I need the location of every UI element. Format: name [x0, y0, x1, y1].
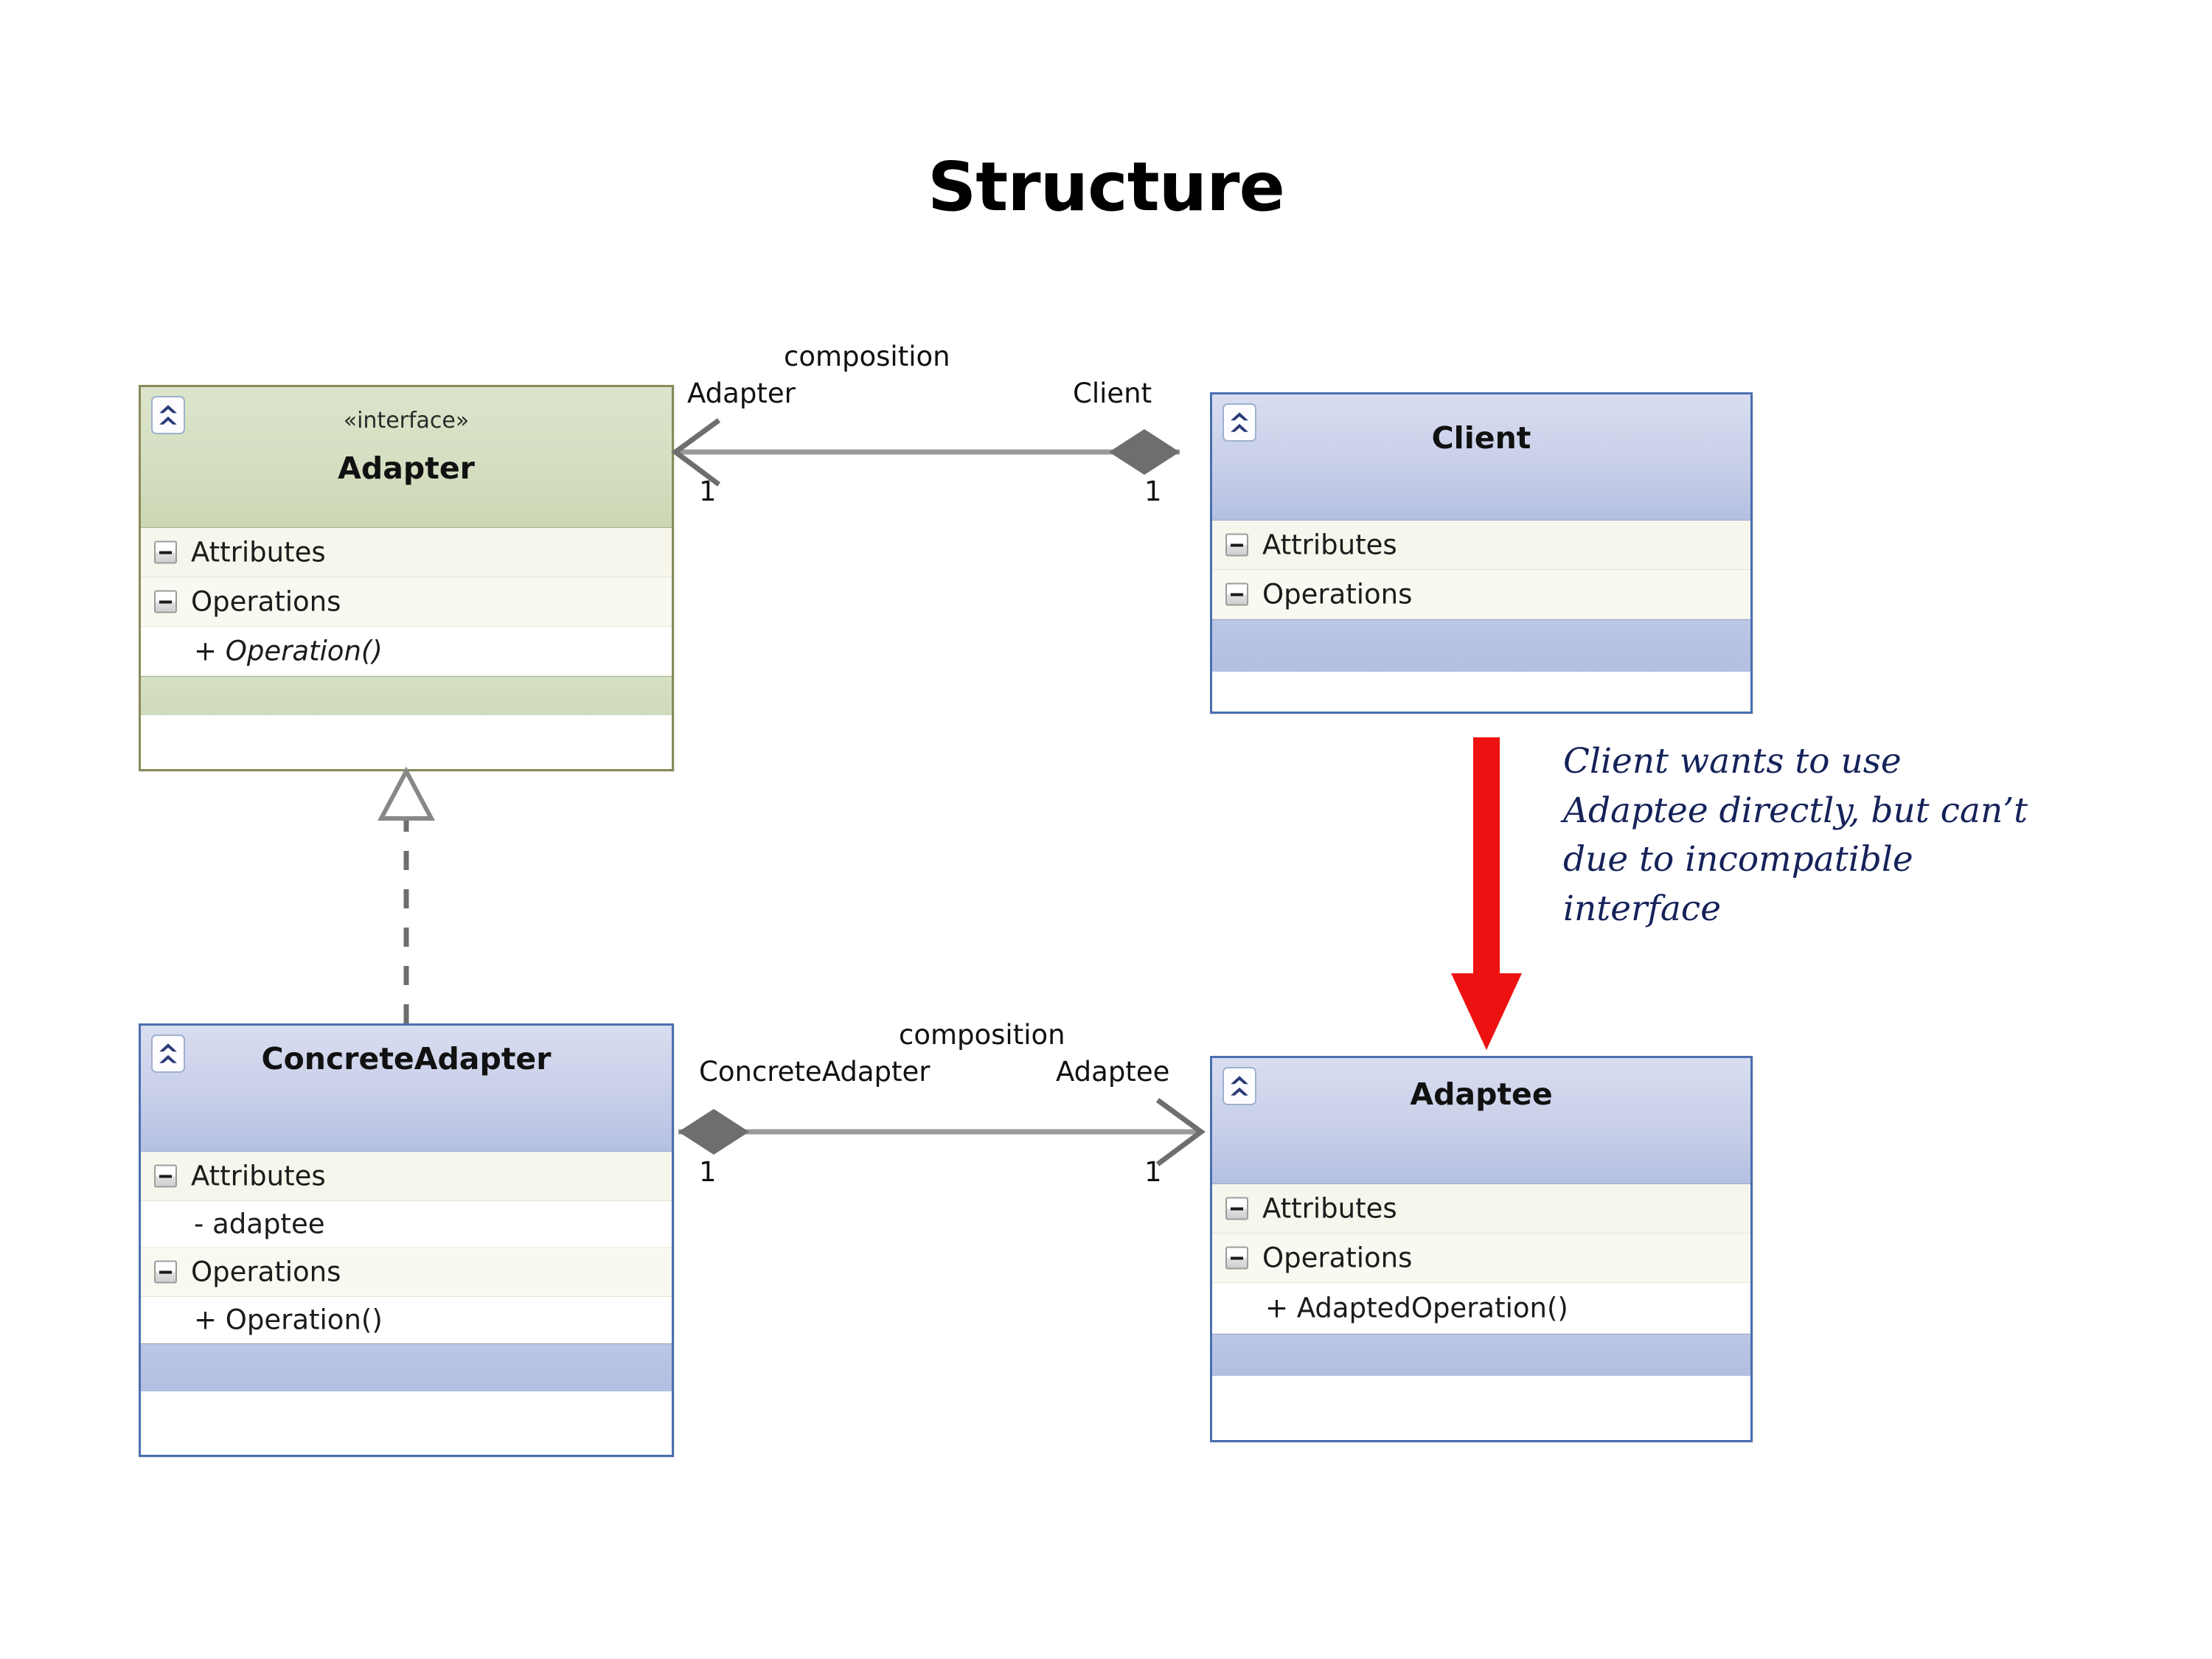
edge-mult-concrete-adapter: 1 — [699, 1156, 717, 1188]
class-node-icon — [151, 1034, 185, 1073]
edge-role-adapter: Adapter — [687, 378, 796, 409]
section-label-attributes: Attributes — [191, 1160, 326, 1192]
member-label-adaptee: - adaptee — [194, 1208, 325, 1240]
member-label-operation: + Operation() — [194, 1304, 383, 1336]
edge-mult-adaptee: 1 — [1144, 1156, 1162, 1188]
annotation-note: Client wants to use Adaptee directly, bu… — [1563, 737, 2175, 934]
class-box-adapter[interactable]: «interface» Adapter Attributes Operation… — [139, 385, 674, 771]
section-label-operations: Operations — [1262, 1242, 1413, 1274]
section-row-attributes[interactable]: Attributes — [1212, 1184, 1750, 1234]
class-header-adapter: «interface» Adapter — [141, 387, 672, 528]
class-footer-client — [1212, 619, 1750, 672]
edge-mult-adapter: 1 — [699, 476, 717, 507]
edge-name-client-adapter: composition — [784, 341, 950, 372]
annotation-line: interface — [1563, 888, 1722, 930]
class-box-adaptee[interactable]: Adaptee Attributes Operations + AdaptedO… — [1210, 1056, 1753, 1442]
relationship-client-adapter[interactable] — [671, 418, 1180, 487]
class-header-client: Client — [1212, 394, 1750, 521]
member-row[interactable]: + AdaptedOperation() — [1212, 1283, 1750, 1334]
member-row[interactable]: + Operation() — [141, 627, 672, 676]
class-node-icon — [1222, 403, 1256, 442]
class-footer-adapter — [141, 676, 672, 715]
section-label-attributes: Attributes — [191, 536, 326, 568]
section-row-operations[interactable]: Operations — [141, 577, 672, 627]
annotation-line: Adaptee directly, but can’t — [1563, 790, 2028, 831]
collapse-minus-icon[interactable] — [154, 590, 177, 613]
class-box-concrete-adapter[interactable]: ConcreteAdapter Attributes - adaptee Ope… — [139, 1023, 674, 1457]
section-label-operations: Operations — [191, 1256, 341, 1288]
collapse-minus-icon[interactable] — [154, 1260, 177, 1284]
annotation-line: Client wants to use — [1563, 741, 1902, 782]
edge-role-adaptee: Adaptee — [1056, 1056, 1170, 1088]
collapse-minus-icon[interactable] — [154, 540, 177, 564]
composition-diamond — [678, 1109, 749, 1155]
section-row-operations[interactable]: Operations — [141, 1248, 672, 1297]
edge-role-concrete-adapter: ConcreteAdapter — [699, 1056, 931, 1088]
member-row[interactable]: - adaptee — [141, 1201, 672, 1248]
relationship-realization[interactable] — [378, 766, 435, 1023]
collapse-minus-icon[interactable] — [1225, 533, 1248, 557]
member-label-adapted-operation: + AdaptedOperation() — [1265, 1292, 1568, 1324]
section-label-operations: Operations — [1262, 578, 1413, 611]
class-title-adaptee: Adaptee — [1410, 1077, 1553, 1112]
class-box-client[interactable]: Client Attributes Operations — [1210, 392, 1753, 714]
open-arrowhead — [671, 418, 721, 487]
edge-mult-client: 1 — [1144, 476, 1162, 507]
class-header-adaptee: Adaptee — [1212, 1058, 1750, 1184]
red-down-arrow — [1451, 737, 1522, 1050]
class-footer-concrete-adapter — [141, 1343, 672, 1391]
member-label-operation: + Operation() — [194, 635, 383, 667]
class-title-adapter: Adapter — [338, 451, 475, 486]
edge-role-client: Client — [1073, 378, 1152, 409]
section-row-attributes[interactable]: Attributes — [141, 1152, 672, 1201]
class-footer-adaptee — [1212, 1334, 1750, 1376]
collapse-minus-icon[interactable] — [1225, 1246, 1248, 1270]
composition-diamond — [1109, 429, 1180, 475]
collapse-minus-icon[interactable] — [1225, 1197, 1248, 1220]
class-node-icon — [151, 396, 185, 434]
class-title-client: Client — [1431, 420, 1531, 456]
class-title-concrete-adapter: ConcreteAdapter — [261, 1041, 552, 1077]
section-row-attributes[interactable]: Attributes — [1212, 521, 1750, 570]
open-arrowhead — [1155, 1098, 1206, 1166]
collapse-minus-icon[interactable] — [154, 1164, 177, 1188]
section-row-attributes[interactable]: Attributes — [141, 528, 672, 577]
section-label-operations: Operations — [191, 585, 341, 618]
edge-name-concrete-adaptee: composition — [899, 1019, 1065, 1051]
section-row-operations[interactable]: Operations — [1212, 570, 1750, 619]
class-node-icon — [1222, 1067, 1256, 1105]
annotation-line: due to incompatible — [1563, 839, 1913, 880]
hollow-triangle-arrowhead — [378, 766, 435, 821]
class-header-concrete-adapter: ConcreteAdapter — [141, 1026, 672, 1152]
relationship-concrete-adaptee[interactable] — [678, 1098, 1206, 1166]
section-label-attributes: Attributes — [1262, 1192, 1397, 1225]
collapse-minus-icon[interactable] — [1225, 582, 1248, 606]
page-title: Structure — [928, 147, 1285, 226]
section-label-attributes: Attributes — [1262, 529, 1397, 561]
member-row[interactable]: + Operation() — [141, 1297, 672, 1343]
class-stereotype-adapter: «interface» — [343, 408, 470, 434]
section-row-operations[interactable]: Operations — [1212, 1234, 1750, 1283]
